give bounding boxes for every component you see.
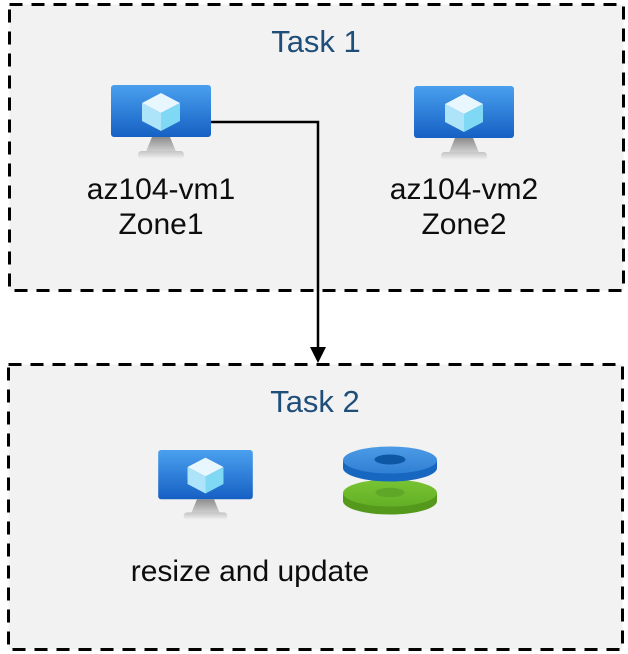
vm-stand	[448, 138, 480, 155]
virtual-machine-icon	[111, 85, 211, 164]
vm-base	[183, 512, 228, 520]
vm2-name-label: az104-vm2	[389, 173, 539, 206]
vm-stand	[145, 137, 177, 154]
flow-arrow-head	[310, 347, 326, 363]
task2-action-label: resize and update	[130, 555, 370, 588]
vm1-name-label: az104-vm1	[86, 173, 236, 206]
vm-stand	[190, 499, 221, 516]
virtual-machine-icon	[414, 86, 514, 165]
flow-arrow-line	[211, 120, 320, 349]
vm-cube	[445, 94, 483, 132]
vm-cube	[187, 457, 224, 494]
task1-title: Task 1	[271, 24, 361, 59]
vm1-zone-label: Zone1	[118, 208, 204, 241]
vm-base	[441, 152, 487, 160]
task2-box	[7, 363, 624, 651]
task2-title: Task 2	[270, 384, 360, 419]
task1-box	[8, 3, 625, 292]
virtual-machine-icon	[158, 450, 253, 525]
vm-base	[138, 151, 184, 159]
vm2-label: az104-vm2 Zone2	[364, 172, 564, 242]
vm1-label: az104-vm1 Zone1	[61, 172, 261, 242]
vm-cube	[142, 93, 180, 131]
managed-disks-icon	[340, 446, 440, 521]
disk-green	[343, 479, 437, 515]
vm2-zone-label: Zone2	[421, 208, 507, 241]
disk-blue	[343, 446, 437, 482]
